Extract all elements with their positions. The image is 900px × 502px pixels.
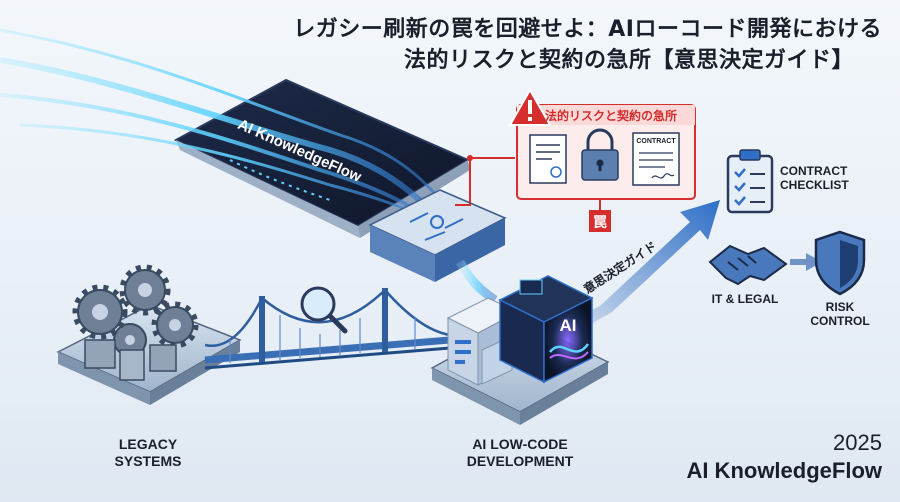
title-line-1: レガシー刷新の罠を回避せよ：AIローコード開発における	[293, 17, 882, 42]
data-stream	[0, 28, 442, 222]
document-icon	[529, 134, 567, 184]
decision-arrow	[572, 200, 720, 328]
legacy-systems-block	[56, 264, 242, 405]
lock-icon	[581, 128, 619, 181]
suspension-bridge	[204, 288, 451, 370]
ai-cube-label: AI	[559, 316, 577, 335]
hub-to-cube-beam	[456, 259, 498, 304]
contract-checklist-label: CONTRACT CHECKLIST	[780, 164, 849, 193]
clipboard-checklist-icon	[726, 149, 774, 214]
contract-document-icon	[632, 132, 680, 186]
integration-hub	[368, 189, 507, 282]
risk-control-label: RISK CONTROL	[810, 300, 870, 329]
shield-icon	[814, 230, 866, 296]
ai-lowcode-label: AI LOW-CODE DEVELOPMENT	[466, 436, 574, 469]
year-label: 2025	[833, 430, 882, 455]
trap-tag: 罠	[593, 215, 607, 231]
title-line-2: 法的リスクと契約の急所【意思決定ガイド】	[403, 48, 854, 73]
contract-doc-label: CONTRACT	[636, 138, 676, 145]
legacy-systems-label: LEGACY SYSTEMS	[114, 436, 182, 469]
warning-icon	[508, 87, 552, 126]
trap-tag-box	[589, 210, 611, 232]
it-legal-label: IT & LEGAL	[711, 292, 779, 306]
brand-label: AI KnowledgeFlow	[686, 458, 882, 483]
risk-panel-label: 法的リスクと契約の急所	[545, 109, 678, 123]
risk-connector	[455, 157, 515, 206]
ai-lowcode-block	[430, 275, 610, 425]
risk-panel	[516, 104, 696, 200]
handshake-icon	[708, 244, 788, 286]
magnifier-icon	[300, 286, 348, 334]
flow-arrow	[790, 253, 822, 271]
